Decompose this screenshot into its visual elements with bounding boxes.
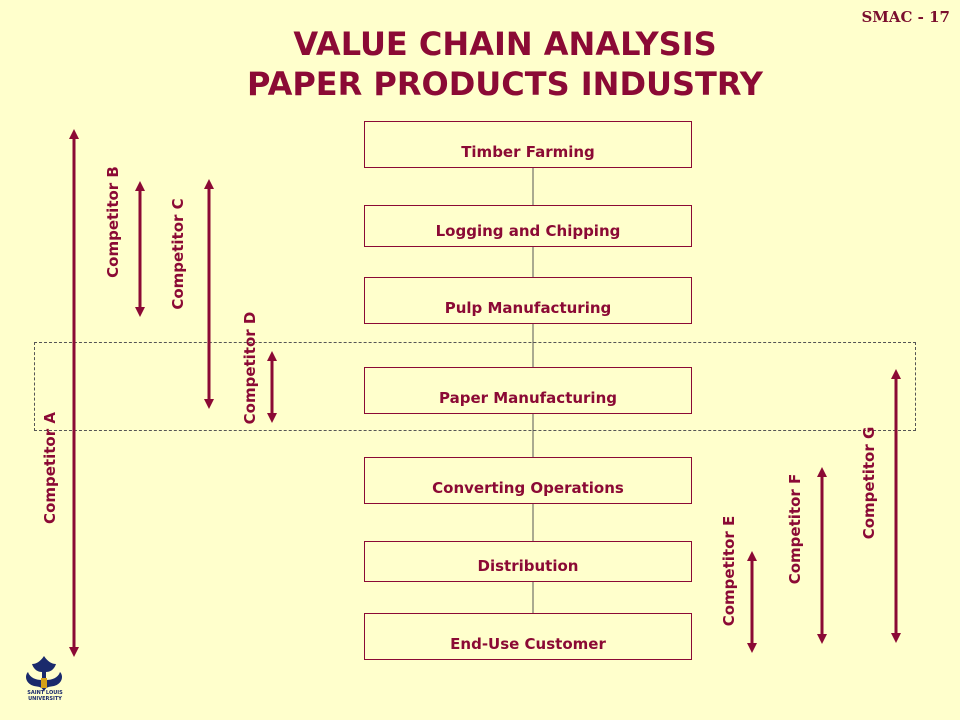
logo-text-line-1: SAINT LOUIS (27, 690, 63, 696)
stage-end-use-customer: End-Use Customer (364, 613, 692, 660)
competitor-b-label: Competitor B (104, 166, 122, 278)
page-title: VALUE CHAIN ANALYSIS PAPER PRODUCTS INDU… (0, 24, 960, 104)
stage-timber-farming: Timber Farming (364, 121, 692, 168)
stage-distribution: Distribution (364, 541, 692, 582)
competitor-g-label: Competitor G (860, 426, 878, 540)
slide-number: SMAC - 17 (861, 8, 950, 26)
title-line-1: VALUE CHAIN ANALYSIS (293, 25, 717, 63)
competitor-d-label: Competitor D (241, 311, 259, 425)
competitor-e-label: Competitor E (720, 515, 738, 627)
stage-paper-manufacturing: Paper Manufacturing (364, 367, 692, 414)
highlight-dashed-box (34, 342, 916, 431)
stage-pulp-manufacturing: Pulp Manufacturing (364, 277, 692, 324)
logo-text: SAINT LOUIS UNIVERSITY (14, 690, 76, 702)
logo-text-line-2: UNIVERSITY (28, 696, 62, 702)
competitor-c-label: Competitor C (169, 198, 187, 310)
saint-louis-university-logo-icon (26, 656, 62, 692)
competitor-f-label: Competitor F (786, 473, 804, 585)
stage-logging-and-chipping: Logging and Chipping (364, 205, 692, 247)
competitor-a-label: Competitor A (41, 412, 59, 524)
stage-converting-operations: Converting Operations (364, 457, 692, 504)
title-line-2: PAPER PRODUCTS INDUSTRY (247, 65, 763, 103)
